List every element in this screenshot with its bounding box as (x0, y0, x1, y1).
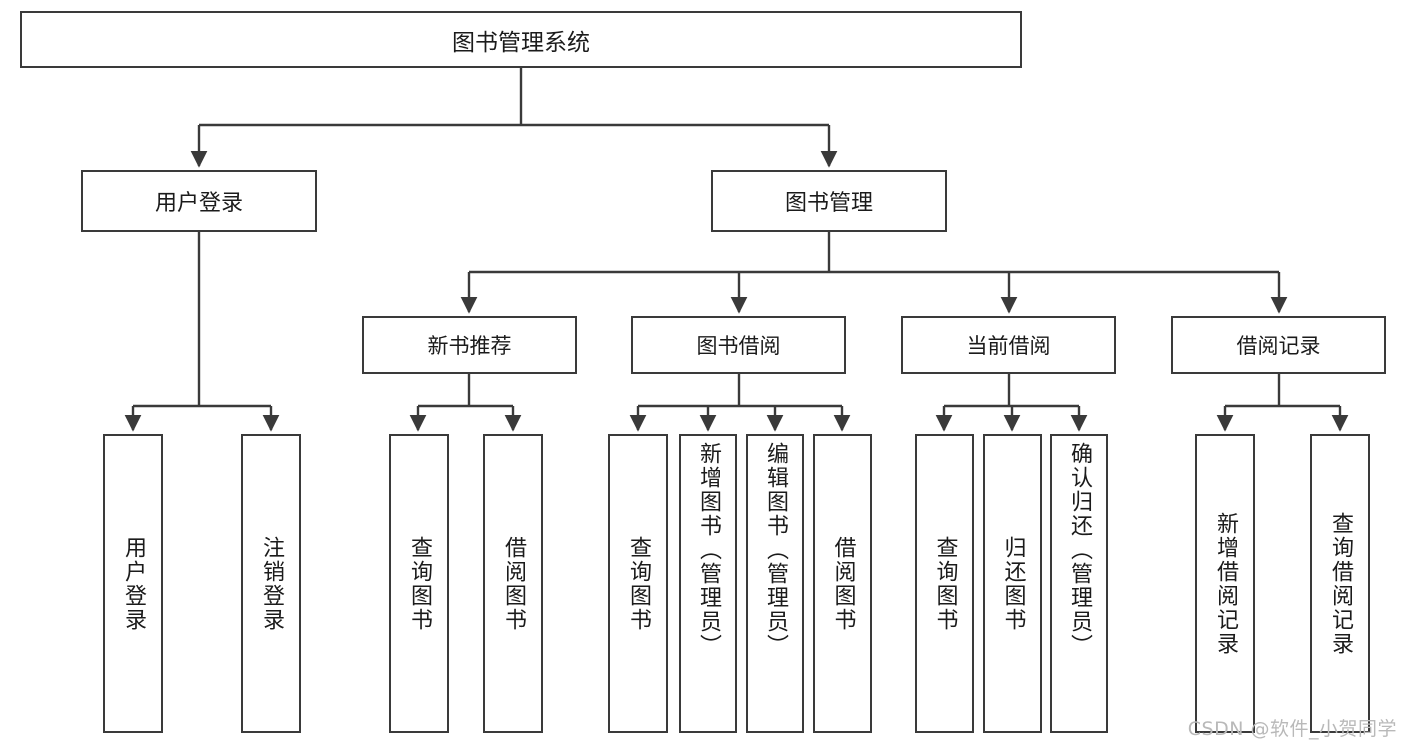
node-label: 用户登录 (121, 535, 146, 632)
node-book-borrow[interactable]: 图书借阅 (631, 316, 846, 374)
node-label: 新增图书（管理员） (696, 442, 721, 658)
node-label: 当前借阅 (966, 334, 1051, 358)
node-label: 查询借阅记录 (1328, 511, 1353, 656)
node-label: 借阅图书 (501, 535, 526, 632)
node-label: 确认归还（管理员） (1067, 442, 1092, 658)
leaf-borrow-book-recommend[interactable]: 借阅图书 (483, 434, 543, 733)
leaf-borrow-book[interactable]: 借阅图书 (813, 434, 872, 733)
node-new-book-recommend[interactable]: 新书推荐 (362, 316, 577, 374)
node-label: 新书推荐 (427, 334, 512, 358)
node-label: 查询图书 (932, 535, 958, 632)
node-label: 借阅记录 (1236, 334, 1321, 358)
leaf-user-login[interactable]: 用户登录 (103, 434, 163, 733)
node-label: 图书借阅 (696, 334, 781, 358)
leaf-query-book-borrow[interactable]: 查询图书 (608, 434, 668, 733)
node-label: 归还图书 (1000, 535, 1026, 632)
node-label: 图书管理系统 (452, 29, 590, 56)
leaf-confirm-return-admin[interactable]: 确认归还（管理员） (1050, 434, 1108, 733)
node-label: 查询图书 (626, 535, 651, 632)
node-borrow-record[interactable]: 借阅记录 (1171, 316, 1386, 374)
node-label: 借阅图书 (830, 535, 856, 632)
leaf-add-borrow-record[interactable]: 新增借阅记录 (1195, 434, 1255, 733)
csdn-watermark: CSDN @软件_小贺同学 (1187, 718, 1397, 740)
node-label: 图书管理 (784, 191, 873, 216)
leaf-query-borrow-record[interactable]: 查询借阅记录 (1310, 434, 1370, 733)
node-book-management[interactable]: 图书管理 (711, 170, 947, 232)
leaf-edit-book-admin[interactable]: 编辑图书（管理员） (746, 434, 804, 733)
node-label: 编辑图书（管理员） (763, 442, 788, 658)
leaf-user-logout[interactable]: 注销登录 (241, 434, 301, 733)
leaf-return-book[interactable]: 归还图书 (983, 434, 1042, 733)
node-label: 注销登录 (259, 535, 284, 632)
node-current-borrow[interactable]: 当前借阅 (901, 316, 1116, 374)
node-label: 查询图书 (407, 535, 432, 632)
node-label: 新增借阅记录 (1213, 511, 1238, 656)
node-root-system[interactable]: 图书管理系统 (20, 11, 1022, 68)
leaf-add-book-admin[interactable]: 新增图书（管理员） (679, 434, 737, 733)
node-user-login[interactable]: 用户登录 (81, 170, 317, 232)
node-label: 用户登录 (154, 191, 243, 216)
leaf-query-book-recommend[interactable]: 查询图书 (389, 434, 449, 733)
leaf-query-book-current[interactable]: 查询图书 (915, 434, 974, 733)
